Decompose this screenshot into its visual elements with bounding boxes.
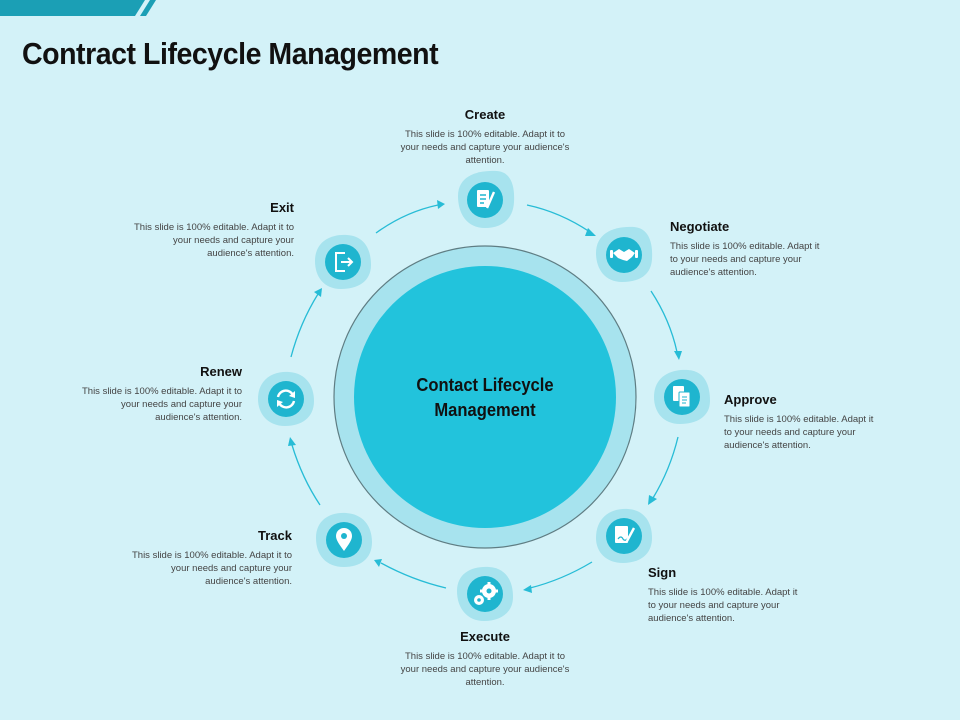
center-label: Contact Lifecycle Management bbox=[416, 375, 554, 420]
stage-negotiate: Negotiate This slide is 100% editable. A… bbox=[670, 219, 828, 279]
stage-description: This slide is 100% editable. Adapt it to… bbox=[648, 587, 798, 624]
arrow-approve-to-sign bbox=[652, 436, 679, 499]
arrow-head-exit bbox=[314, 288, 322, 297]
stage-description: This slide is 100% editable. Adapt it to… bbox=[400, 651, 570, 688]
arrow-head-execute bbox=[523, 585, 532, 593]
stage-renew: Renew This slide is 100% editable. Adapt… bbox=[76, 364, 242, 424]
stage-description: This slide is 100% editable. Adapt it to… bbox=[724, 414, 874, 451]
refresh-icon bbox=[276, 389, 296, 409]
stage-label: Sign bbox=[648, 565, 677, 580]
arrow-exit-to-create bbox=[375, 204, 439, 234]
stage-label: Create bbox=[464, 107, 506, 122]
stage-label: Execute bbox=[460, 629, 510, 644]
handshake-icon bbox=[610, 249, 638, 261]
stage-node-sign bbox=[596, 508, 652, 563]
arrow-renew-to-exit bbox=[290, 293, 319, 358]
arrow-create-to-negotiate bbox=[526, 204, 591, 233]
page-title: Contract Lifecycle Management bbox=[22, 36, 439, 71]
stage-node-exit bbox=[315, 234, 371, 289]
stage-label: Negotiate bbox=[670, 219, 730, 234]
exit-icon bbox=[335, 252, 354, 272]
corner-accent-bar bbox=[0, 0, 156, 16]
arrow-head-sign bbox=[648, 495, 657, 505]
arrow-head-approve bbox=[674, 351, 682, 360]
connector-arrows bbox=[288, 200, 682, 593]
stage-label: Track bbox=[258, 528, 292, 543]
stage-node-create bbox=[458, 170, 515, 228]
arrow-head-create bbox=[437, 200, 445, 209]
documents-icon bbox=[673, 386, 691, 408]
stage-description: This slide is 100% editable. Adapt it to… bbox=[400, 129, 570, 166]
stage-approve: Approve This slide is 100% editable. Ada… bbox=[724, 392, 882, 452]
stage-description: This slide is 100% editable. Adapt it to… bbox=[131, 550, 292, 587]
stage-description: This slide is 100% editable. Adapt it to… bbox=[670, 241, 820, 278]
arrow-track-to-renew bbox=[291, 444, 321, 506]
stage-label: Approve bbox=[724, 392, 777, 407]
arrow-negotiate-to-approve bbox=[650, 290, 678, 353]
arrow-head-negotiate bbox=[585, 228, 596, 236]
stage-node-approve bbox=[654, 369, 710, 424]
stage-label: Exit bbox=[270, 200, 294, 215]
arrow-head-renew bbox=[288, 437, 296, 446]
stage-execute: Execute This slide is 100% editable. Ada… bbox=[398, 629, 572, 689]
stage-node-negotiate bbox=[596, 226, 653, 282]
stage-node-renew bbox=[258, 371, 314, 426]
center-disc bbox=[354, 266, 616, 528]
document-pen-icon bbox=[477, 190, 496, 209]
stage-label: Renew bbox=[200, 364, 242, 379]
stage-track: Track This slide is 100% editable. Adapt… bbox=[126, 528, 292, 588]
stage-description: This slide is 100% editable. Adapt it to… bbox=[81, 386, 242, 423]
arrow-execute-to-track bbox=[380, 562, 447, 589]
stage-node-track bbox=[316, 512, 372, 567]
arrow-head-track bbox=[374, 559, 382, 567]
stage-sign: Sign This slide is 100% editable. Adapt … bbox=[648, 565, 806, 625]
stage-exit: Exit This slide is 100% editable. Adapt … bbox=[128, 200, 294, 260]
arrow-sign-to-execute bbox=[529, 561, 593, 589]
signature-icon bbox=[615, 526, 636, 543]
stage-create: Create This slide is 100% editable. Adap… bbox=[395, 107, 575, 167]
location-pin-icon bbox=[336, 528, 352, 551]
gears-icon bbox=[474, 582, 498, 605]
stage-description: This slide is 100% editable. Adapt it to… bbox=[133, 222, 294, 259]
stage-node-execute bbox=[457, 566, 513, 621]
